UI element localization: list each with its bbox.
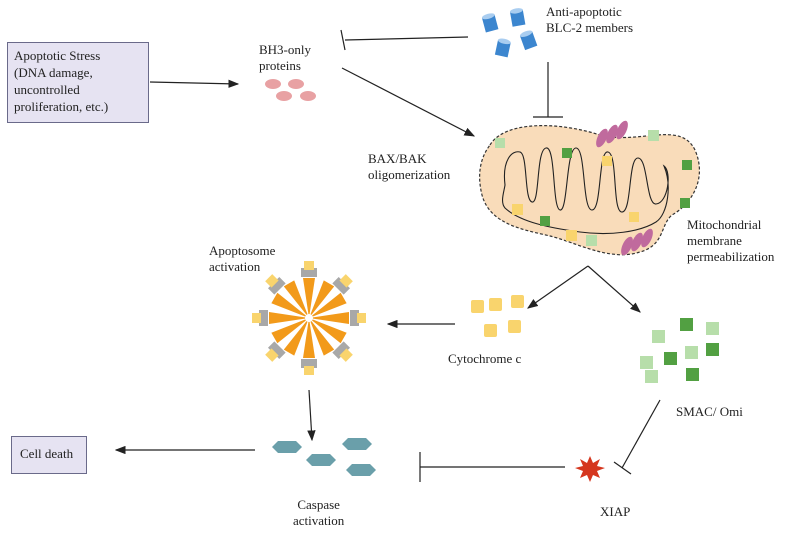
arrow-bh3-to-mitochondrion bbox=[341, 67, 476, 137]
arrow-mito-to-cytochrome-c bbox=[527, 265, 589, 309]
apoptosome-label: Apoptosome activation bbox=[209, 243, 276, 274]
apoptotic-stress-box: Apoptotic Stress (DNA damage, uncontroll… bbox=[7, 42, 149, 123]
bcl2-cylinder-icons bbox=[481, 8, 538, 58]
cell-death-box: Cell death bbox=[11, 436, 87, 474]
smac-omi-label: SMAC/ Omi bbox=[676, 404, 743, 419]
inhibition-xiap-to-caspase bbox=[419, 452, 565, 482]
cytochrome-c-label: Cytochrome c bbox=[448, 351, 522, 366]
smac-omi-icons bbox=[640, 318, 719, 383]
bh3-only-protein-icons bbox=[265, 79, 316, 101]
apoptosome-icon bbox=[252, 261, 366, 375]
caspase-activation-label: Caspase activation bbox=[293, 497, 345, 528]
inhibition-smac-to-xiap bbox=[613, 399, 661, 475]
arrow-stress-to-bh3 bbox=[149, 79, 240, 88]
arrow-mito-to-smac bbox=[587, 265, 641, 313]
anti-apoptotic-label: Anti-apoptotic BLC-2 members bbox=[546, 4, 634, 35]
cytochrome-c-icons bbox=[471, 295, 524, 337]
mitochondrion-icon bbox=[479, 120, 700, 256]
xiap-icon bbox=[575, 456, 605, 482]
inhibition-bcl2-to-mitochondrion bbox=[533, 62, 563, 118]
bh3-only-label: BH3-only proteins bbox=[259, 42, 311, 73]
mitochondrial-permeabilization-label: Mitochondrial membrane permeabilization bbox=[687, 217, 775, 264]
bax-bak-label: BAX/BAK oligomerization bbox=[368, 151, 451, 182]
arrow-apoptosome-to-caspase bbox=[307, 389, 316, 442]
caspase-icons bbox=[272, 438, 376, 476]
inhibition-bcl2-to-bh3 bbox=[340, 29, 469, 51]
xiap-label: XIAP bbox=[600, 504, 631, 519]
